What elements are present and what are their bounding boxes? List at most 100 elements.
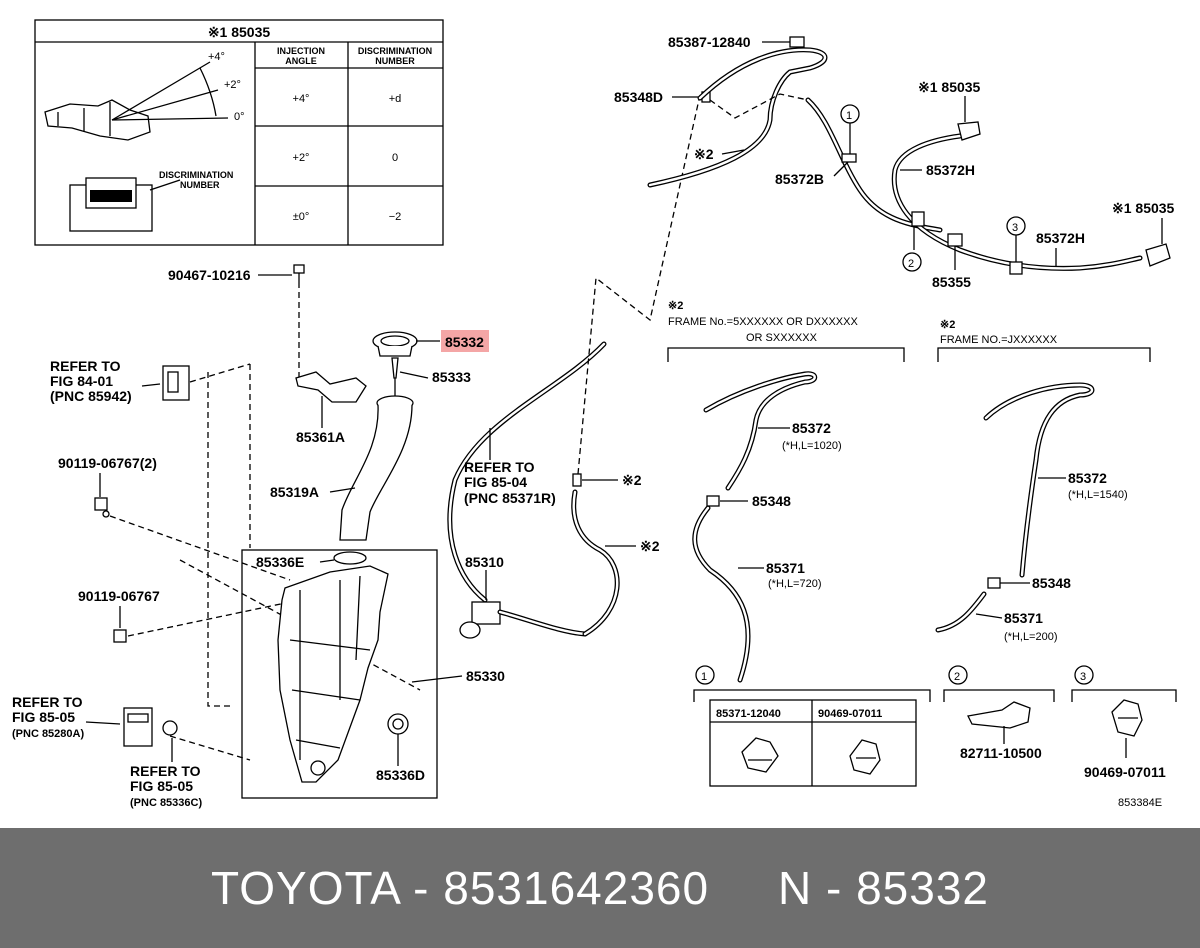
refer8504-3: (PNC 85371R) [464, 490, 556, 506]
detail-2: 2 82711-10500 [943, 665, 1055, 761]
filler-pipe-85319A: 85319A [270, 395, 414, 541]
refer8505b-3: (PNC 85336C) [130, 797, 202, 809]
detail-1: 1 85371-12040 90469-07011 [693, 665, 931, 787]
label-l720: (*H,L=720) [768, 578, 822, 590]
label-mark2-a: ※2 [622, 472, 642, 488]
dipstick-85333: 85333 [391, 357, 471, 396]
discrimination-connector: DISCRIMINATION NUMBER [69, 170, 233, 232]
callout-1-detail: 1 [701, 671, 707, 683]
bracket-85361A: 85361A [295, 371, 367, 445]
label-85372-a: 85372 [792, 420, 831, 436]
label-82711-10500: 82711-10500 [960, 745, 1042, 761]
label-85310: 85310 [465, 554, 504, 570]
parts-diagram: ※1 85035 INJECTION ANGLE DISCRIMINATION … [12, 19, 1177, 809]
refer8505a-3: (PNC 85280A) [12, 728, 84, 740]
label-l1540: (*H,L=1540) [1068, 489, 1128, 501]
header-discrimination-1: DISCRIMINATION [358, 46, 432, 56]
frame1-mark: ※2 [668, 300, 683, 312]
label-90467-10216: 90467-10216 [168, 267, 251, 283]
label-85348-b: 85348 [1032, 575, 1071, 591]
upper-hoses: 85387-12840 85348D ※2 1 85372B ※1 85035 … [614, 34, 1175, 290]
label-90119-06767: 90119-06767 [78, 588, 160, 604]
label-85387-12840: 85387-12840 [668, 34, 751, 50]
label-85035-a: ※1 85035 [918, 79, 981, 95]
disc-label-1: DISCRIMINATION [159, 170, 233, 180]
frame2-line1: FRAME NO.=JXXXXXX [940, 334, 1058, 346]
bolt-90467: 90467-10216 [168, 264, 305, 378]
label-85035-b: ※1 85035 [1112, 200, 1175, 216]
inset-title: ※1 85035 [208, 24, 271, 40]
bolt-90119-2: 90119-06767(2) [58, 455, 291, 581]
callout-2-top: 2 [908, 258, 914, 270]
disc-label-2: NUMBER [180, 180, 220, 190]
footer-brand: TOYOTA [211, 862, 400, 914]
detail-3: 3 90469-07011 [1071, 665, 1177, 780]
frame2-mark: ※2 [940, 319, 955, 331]
footer-bar: TOYOTA - 8531642360 N - 85332 [0, 828, 1200, 948]
tank-85330: 85336E 85330 [256, 551, 505, 783]
footer-gap [709, 862, 778, 914]
row-2-angle: +2° [293, 152, 310, 164]
label-85355: 85355 [932, 274, 971, 290]
footer-ref: N - 85332 [777, 862, 989, 914]
callout-1-top: 1 [846, 110, 852, 122]
label-85372H-a: 85372H [926, 162, 975, 178]
cap-85332: 85332 [372, 330, 489, 357]
angle-zero: 0° [234, 111, 245, 123]
row-1-number: +d [389, 93, 402, 105]
refer8504-2: FIG 85-04 [464, 474, 527, 490]
nozzle-sketch: +4° +2° 0° [44, 51, 245, 141]
row-2-number: 0 [392, 152, 398, 164]
refer8401-1: REFER TO [50, 358, 121, 374]
label-mark2-b: ※2 [640, 538, 660, 554]
header-discrimination-2: NUMBER [375, 56, 415, 66]
frame-5xxxxxx: ※2 FRAME No.=5XXXXXX OR DXXXXXX OR SXXXX… [667, 300, 905, 683]
label-l1020: (*H,L=1020) [782, 440, 842, 452]
label-85371-a: 85371 [766, 560, 805, 576]
hose-mark2-center: ※2 ※2 [571, 94, 701, 637]
refer-fig-85-05-b: REFER TO FIG 85-05 (PNC 85336C) [130, 738, 202, 809]
label-85348D: 85348D [614, 89, 663, 105]
bolt-90119: 90119-06767 [78, 588, 291, 643]
label-85336E: 85336E [256, 554, 304, 570]
refer8401-3: (PNC 85942) [50, 388, 132, 404]
tank-box [241, 549, 438, 799]
footer-title: TOYOTA - 8531642360 N - 85332 [211, 861, 989, 915]
callout-3-detail: 3 [1080, 671, 1086, 683]
frame1-line2: OR SXXXXXX [746, 332, 818, 344]
refer-fig-84-01: REFER TO FIG 84-01 (PNC 85942) [50, 358, 251, 404]
label-mark2-top: ※2 [694, 146, 714, 162]
label-85372-b: 85372 [1068, 470, 1107, 486]
footer-separator: - [399, 862, 444, 914]
pump-85310: 85310 [459, 554, 588, 639]
refer8505a-2: FIG 85-05 [12, 709, 75, 725]
label-85371-b: 85371 [1004, 610, 1043, 626]
figure-code: 853384E [1118, 797, 1162, 809]
label-85372B: 85372B [775, 171, 824, 187]
refer8505b-2: FIG 85-05 [130, 778, 193, 794]
refer8505a-1: REFER TO [12, 694, 83, 710]
row-1-angle: +4° [293, 93, 310, 105]
label-85336D: 85336D [376, 767, 425, 783]
header-injection-2: ANGLE [285, 56, 317, 66]
grommet-85336D: 85336D [376, 713, 425, 783]
frame1-line1: FRAME No.=5XXXXXX OR DXXXXXX [668, 316, 858, 328]
frame-jxxxxxx: ※2 FRAME NO.=JXXXXXX 85372 (*H,L=1540) 8… [935, 319, 1151, 643]
refer8401-2: FIG 84-01 [50, 373, 113, 389]
label-85361A: 85361A [296, 429, 345, 445]
refer8505b-1: REFER TO [130, 763, 201, 779]
angle-plus4: +4° [208, 51, 225, 63]
label-90119-06767-2: 90119-06767(2) [58, 455, 157, 471]
label-85330: 85330 [466, 668, 505, 684]
header-injection-1: INJECTION [277, 46, 325, 56]
highlight-85332 [441, 330, 489, 352]
angle-plus2: +2° [224, 79, 241, 91]
label-90469-07011-a: 90469-07011 [818, 708, 882, 720]
label-85371-12040: 85371-12040 [716, 708, 781, 720]
label-90469-07011-b: 90469-07011 [1084, 764, 1166, 780]
label-85348-a: 85348 [752, 493, 791, 509]
refer-fig-85-04: REFER TO FIG 85-04 (PNC 85371R) [447, 341, 607, 603]
refer8504-1: REFER TO [464, 459, 535, 475]
callout-2-detail: 2 [954, 671, 960, 683]
label-85372H-b: 85372H [1036, 230, 1085, 246]
